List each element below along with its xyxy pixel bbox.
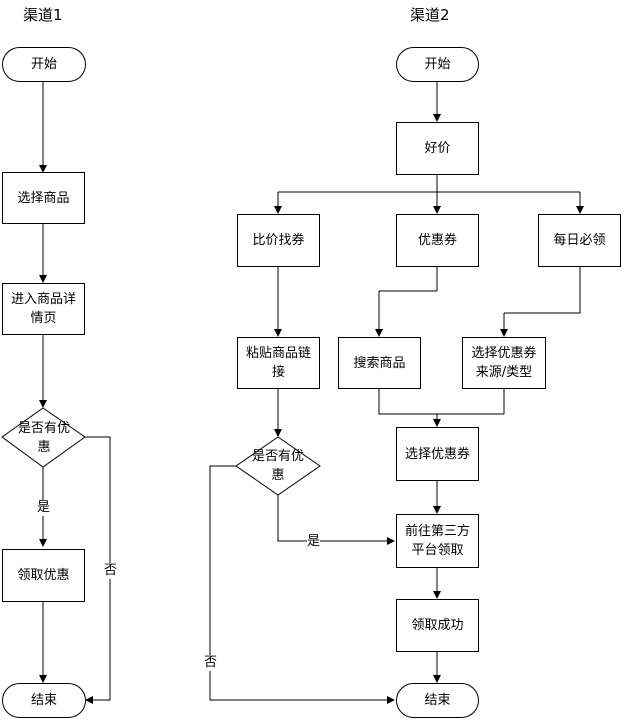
lane2-no-label: 否 <box>204 655 218 671</box>
lane1-product-detail: 进入商品详情页 <box>2 283 85 335</box>
lane2-search-product: 搜索商品 <box>338 337 421 389</box>
lane-title-channel-1: 渠道1 <box>23 6 63 24</box>
lane2-choose-coupon: 选择优惠券 <box>396 427 479 481</box>
arrow-decision2-yes <box>277 495 395 545</box>
lane2-choose-source: 选择优惠券来源/类型 <box>462 337 546 389</box>
lane1-claim-discount: 领取优惠 <box>2 549 85 602</box>
decision-diamond-lane2 <box>235 436 321 496</box>
lane2-end-node: 结束 <box>396 683 479 718</box>
lane2-decision-label: 是否有优惠 <box>251 449 304 483</box>
lane2-paste-link: 粘贴商品链接 <box>237 337 320 389</box>
lane1-select-product: 选择商品 <box>2 172 85 224</box>
line-daily-merge <box>504 267 581 314</box>
line-search-merge <box>378 389 504 415</box>
lane-title-channel-2: 渠道2 <box>410 6 450 24</box>
lane2-compare-coupons: 比价找券 <box>237 214 320 267</box>
lane2-coupons: 优惠券 <box>396 214 479 267</box>
lane1-end-node: 结束 <box>2 683 86 718</box>
lane2-yes-label: 是 <box>307 534 321 550</box>
lane1-yes-label: 是 <box>37 500 51 516</box>
lane2-claim-success: 领取成功 <box>396 599 479 652</box>
lane1-decision-label: 是否有优惠 <box>17 421 70 455</box>
lane2-daily-claim: 每日必领 <box>538 214 621 267</box>
decision-diamond-lane1 <box>1 407 86 468</box>
lane1-no-label: 否 <box>104 563 118 579</box>
lane2-start-node: 开始 <box>396 47 479 82</box>
lane2-haojia: 好价 <box>396 122 479 175</box>
lane2-go-third-party: 前往第三方平台领取 <box>396 514 479 568</box>
lane1-start-node: 开始 <box>2 47 86 82</box>
arrow-decision2-no <box>209 465 395 704</box>
